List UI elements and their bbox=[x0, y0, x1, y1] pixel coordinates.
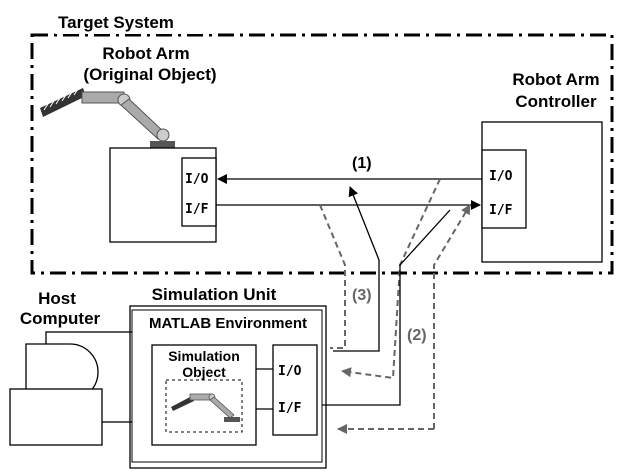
sim-object-inner bbox=[165, 379, 243, 433]
path-3-from-arm bbox=[319, 204, 346, 349]
matlab-env-label: MATLAB Environment bbox=[149, 315, 307, 332]
host-sublabel: Computer bbox=[20, 309, 101, 328]
controller-if-label: I/F bbox=[489, 203, 513, 218]
controller-label: Robot Arm bbox=[512, 70, 599, 89]
robot-arm-io-panel bbox=[181, 157, 217, 227]
path-3-from-controller bbox=[341, 178, 441, 380]
path-2-label: (2) bbox=[407, 327, 427, 344]
robot-arm-icon bbox=[40, 88, 175, 148]
controller-sublabel: Controller bbox=[515, 92, 597, 111]
target-system-boundary bbox=[30, 33, 614, 275]
path-1-label: (1) bbox=[352, 155, 372, 172]
controller-io-panel bbox=[481, 149, 527, 229]
sim-unit-box bbox=[129, 305, 327, 469]
robot-arm-io-label: I/O bbox=[185, 172, 209, 187]
robot-arm-if-label: I/F bbox=[185, 202, 209, 217]
robot-arm-sublabel: (Original Object) bbox=[83, 65, 216, 84]
sim-io-label: I/O bbox=[278, 364, 302, 379]
sim-object-sublabel: Object bbox=[182, 364, 226, 380]
target-system-title: Target System bbox=[58, 13, 174, 32]
path-2-to-controller bbox=[433, 204, 471, 429]
sim-io-panel bbox=[272, 344, 318, 436]
robot-arm-label: Robot Arm bbox=[102, 44, 189, 63]
path-3-label: (3) bbox=[352, 287, 372, 304]
sim-unit-title: Simulation Unit bbox=[152, 285, 277, 304]
sim-if-label: I/F bbox=[278, 401, 302, 416]
connection-sim-if-to-controller bbox=[322, 209, 451, 406]
connection-sim-io-to-arm bbox=[333, 186, 380, 352]
sim-object-label: Simulation bbox=[168, 348, 240, 364]
host-label: Host bbox=[38, 289, 76, 308]
sim-robot-arm-icon bbox=[171, 393, 240, 422]
host-computer-icon bbox=[9, 331, 319, 446]
controller-io-label: I/O bbox=[489, 169, 513, 184]
